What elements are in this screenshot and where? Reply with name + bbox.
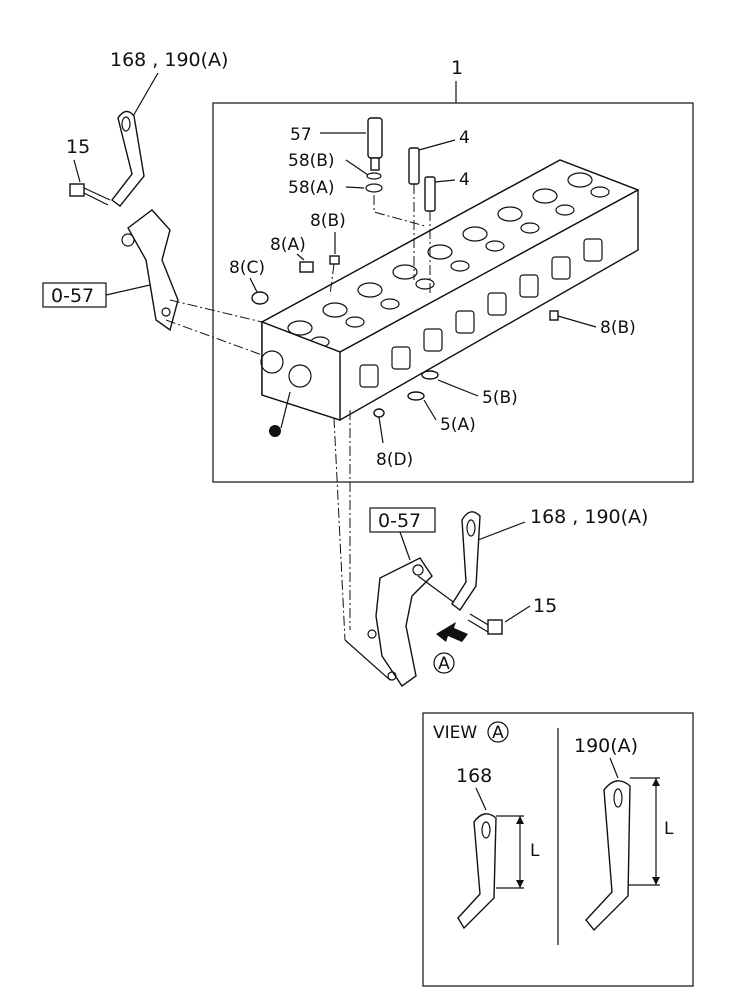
callout-8d: 8(D) <box>376 450 413 470</box>
callout-bolt-bottom: 15 <box>533 595 557 617</box>
callout-4-upper: 4 <box>459 128 470 148</box>
callout-bottom-bracket: 168 , 190(A) <box>530 506 648 528</box>
view-title: VIEW <box>433 723 477 743</box>
black-dot-marker <box>269 425 281 437</box>
valve-guide <box>408 147 420 185</box>
view-left-part: 168 <box>456 765 492 787</box>
callout-8b-top: 8(B) <box>310 211 346 231</box>
plug-8c <box>251 291 269 305</box>
view-marker: A <box>438 654 450 674</box>
callout-5a: 5(A) <box>440 415 476 435</box>
callout-58b: 58(B) <box>288 151 335 171</box>
plug-8d <box>373 408 385 418</box>
view-bracket-168 <box>457 813 497 930</box>
assembly-frame <box>212 102 694 483</box>
view-title-marker: A <box>492 723 504 743</box>
plug-8a <box>299 261 314 273</box>
callout-4-lower: 4 <box>459 170 470 190</box>
seal-5b <box>421 370 439 380</box>
view-a-box <box>422 712 694 987</box>
view-right-part: 190(A) <box>574 735 638 757</box>
callout-bolt-left: 15 <box>66 136 90 158</box>
view-dim-right: L <box>664 819 674 839</box>
view-direction-arrow <box>436 622 468 642</box>
callout-top-left-bracket: 168 , 190(A) <box>110 49 228 71</box>
injector-sleeve: 57 <box>290 117 383 171</box>
o-ring-a <box>365 183 383 193</box>
callout-57: 57 <box>290 125 312 145</box>
view-marker-circle <box>433 652 455 674</box>
valve-guide <box>424 176 436 212</box>
callout-8b-right: 8(B) <box>600 318 636 338</box>
lifting-bracket-top <box>111 110 145 207</box>
callout-8a: 8(A) <box>270 235 306 255</box>
view-bracket-190a <box>585 780 631 932</box>
cylinder-head <box>260 159 640 421</box>
ref-bottom: 0-57 <box>378 510 421 532</box>
bolt-left <box>69 183 111 206</box>
ref-box-bottom <box>369 507 436 533</box>
callout-58a: 58(A) <box>288 178 335 198</box>
callout-assembly: 1 <box>451 57 463 79</box>
seal-5a <box>407 391 425 401</box>
lifting-bracket-bottom <box>451 511 481 612</box>
engine-hanger-bottom <box>367 557 433 687</box>
engine-hanger-left <box>121 209 179 332</box>
o-ring-b <box>366 172 382 180</box>
callout-5b: 5(B) <box>482 388 518 408</box>
plug-8b <box>329 255 340 265</box>
bolt-bottom <box>467 613 503 635</box>
ref-left: 0-57 <box>51 285 94 307</box>
view-dim-left: L <box>530 841 540 861</box>
callout-8c: 8(C) <box>229 258 265 278</box>
plug-8b-right <box>549 310 559 321</box>
